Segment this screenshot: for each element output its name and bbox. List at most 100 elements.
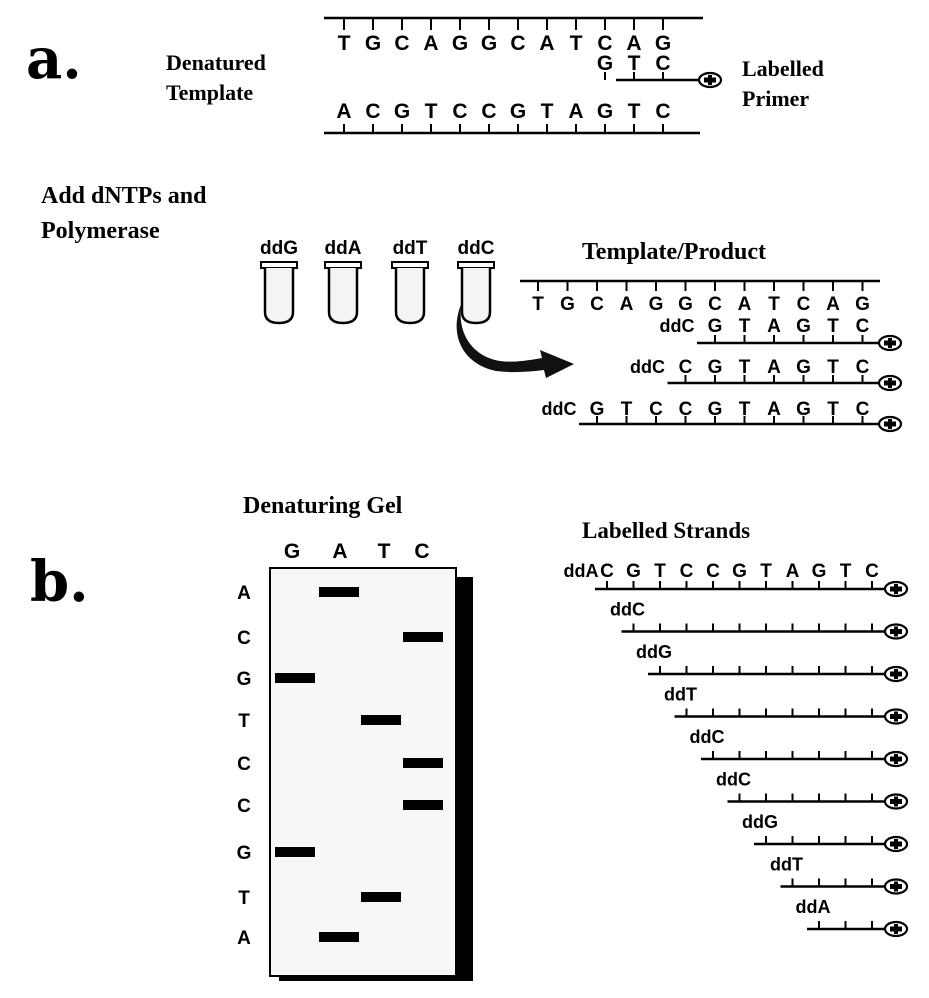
labelled-strand: ddT [664, 685, 909, 725]
dideoxy-terminator-label: ddC [716, 770, 751, 790]
gel-band [319, 587, 359, 597]
top-strand-base: T [338, 32, 351, 55]
transfer-arrow [456, 302, 574, 378]
test-tube-icon [260, 261, 298, 325]
product-base: C [856, 399, 870, 420]
product-base: G [796, 399, 811, 420]
labelled-strand: ddC [716, 770, 909, 810]
product-base: G [796, 357, 811, 378]
product-base: A [767, 399, 781, 420]
bottom-strand-base: C [655, 100, 670, 123]
bottom-strand-base: G [510, 100, 526, 123]
bottom-strand-base: C [365, 100, 380, 123]
product-template-base: T [532, 294, 544, 315]
product-template-base: C [708, 294, 722, 315]
strand-base: C [600, 561, 614, 582]
dideoxy-terminator-label: ddC [690, 727, 725, 747]
product-template-ticks [537, 281, 864, 291]
product-label-icon [877, 334, 903, 352]
gel-read-base: A [237, 583, 251, 604]
bottom-strand-base: C [481, 100, 496, 123]
labelled-strand: ddC [610, 600, 909, 640]
product-base: G [708, 316, 723, 337]
dideoxy-terminator-label: ddC [542, 399, 577, 419]
product-base: G [708, 357, 723, 378]
strand-base: G [812, 561, 827, 582]
strand-label-icon [883, 835, 909, 853]
bottom-strand-base: T [628, 100, 641, 123]
add-dntps-label-1: Add dNTPs and [41, 183, 207, 209]
top-strand-base: A [626, 32, 641, 55]
gel-lane-header: G [284, 540, 300, 563]
product-base: T [739, 399, 751, 420]
product-base: A [767, 316, 781, 337]
gel-band [319, 932, 359, 942]
product-base: C [856, 316, 870, 337]
bottom-strand-base: A [568, 100, 583, 123]
dideoxy-terminator-label: ddG [636, 642, 672, 662]
gel-band [403, 800, 443, 810]
tube-label: ddA [325, 238, 362, 259]
panel-b-label: b. [30, 549, 89, 615]
panel-a-label: a. [26, 26, 82, 92]
product-base: C [856, 357, 870, 378]
product-base: G [796, 316, 811, 337]
dideoxy-terminator-label: ddG [742, 812, 778, 832]
add-dntps-label-2: Polymerase [41, 218, 160, 244]
product-template-base: A [826, 294, 840, 315]
product-base: C [679, 399, 693, 420]
product-base: C [679, 357, 693, 378]
strand-base: G [732, 561, 747, 582]
strand-label-icon [883, 750, 909, 768]
strand-base: T [840, 561, 852, 582]
product-label-icon [877, 415, 903, 433]
top-strand-base: G [481, 32, 497, 55]
gel-lane-header: C [414, 540, 429, 563]
top-strand-base: T [570, 32, 583, 55]
test-tube-icon [457, 261, 495, 325]
product-base: T [621, 399, 633, 420]
strand-base: C [706, 561, 720, 582]
dideoxy-terminator-label: ddA [564, 561, 599, 581]
gel-band [361, 715, 401, 725]
top-strand-ticks [343, 18, 664, 30]
labelled-strand: ddT [770, 855, 909, 895]
labelled-primer-label-1: Labelled [742, 56, 824, 81]
product-base: T [827, 399, 839, 420]
labelled-primer-label-2: Primer [742, 86, 809, 111]
tube-label: ddG [260, 238, 298, 259]
product-base: C [649, 399, 663, 420]
denatured-template-label-2: Template [166, 80, 253, 105]
top-strand-base: G [452, 32, 468, 55]
product-template-base: C [590, 294, 604, 315]
top-strand-base: C [597, 32, 612, 55]
product-base: T [739, 357, 751, 378]
labelled-strand: ddA [796, 897, 909, 938]
bottom-strand-base: T [425, 100, 438, 123]
test-tube-icon [324, 261, 362, 325]
primer-label-tag [697, 71, 723, 89]
bottom-strand-base: A [336, 100, 351, 123]
strand-base: A [786, 561, 800, 582]
tube-label: ddT [393, 238, 428, 259]
gel-slab [269, 567, 457, 977]
gel-read-base: C [237, 628, 251, 649]
product-template-base: G [560, 294, 575, 315]
labelled-strand: ddG [742, 812, 909, 853]
product-template-base: T [768, 294, 780, 315]
denatured-template-label-1: Denatured [166, 50, 266, 75]
product-template-base: A [620, 294, 634, 315]
top-strand-base: A [539, 32, 554, 55]
gel-read-base: A [237, 928, 251, 949]
gel-band [403, 632, 443, 642]
strand-base: C [680, 561, 694, 582]
